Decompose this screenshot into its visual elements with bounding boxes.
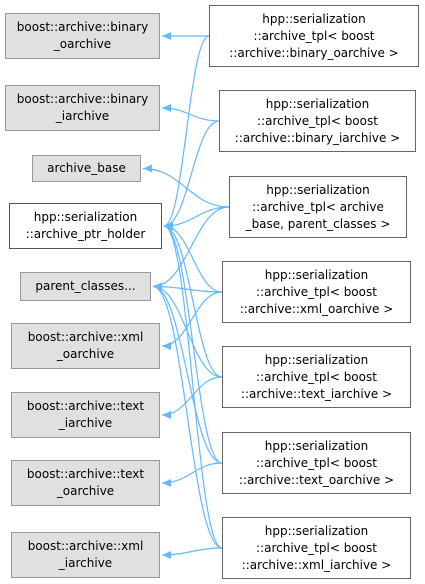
node-archive-tpl-text-oarchive[interactable]: hpp::serialization ::archive_tpl< boost … <box>222 432 411 494</box>
node-boost-xml-iarchive[interactable]: boost::archive::xml _iarchive <box>11 532 160 578</box>
edge-t_text_i-to-n_ptr_holder <box>163 222 223 378</box>
edge-t_arch_base-to-n_arch_base <box>142 164 230 208</box>
node-archive-tpl-binary-oarchive[interactable]: hpp::serialization ::archive_tpl< boost … <box>209 5 419 67</box>
node-boost-binary-oarchive[interactable]: boost::archive::binary _oarchive <box>5 13 160 59</box>
node-archive-tpl-binary-iarchive[interactable]: hpp::serialization ::archive_tpl< boost … <box>219 90 416 152</box>
edge-t_xml_i-to-n_ptr_holder <box>163 222 223 549</box>
node-archive-tpl-archive-base[interactable]: hpp::serialization ::archive_tpl< archiv… <box>229 176 407 238</box>
node-parent-classes[interactable]: parent_classes... <box>20 272 151 301</box>
edge-t_text_o-to-n_parent <box>152 282 223 464</box>
node-archive-ptr-holder[interactable]: hpp::serialization ::archive_ptr_holder <box>9 203 162 249</box>
node-boost-text-iarchive[interactable]: boost::archive::text _iarchive <box>11 392 160 438</box>
edge-t_arch_base-to-n_parent <box>152 206 230 291</box>
edge-t_xml_i-to-n_parent <box>152 282 223 549</box>
edge-t_xml_i-to-n_xml_iarch <box>161 547 223 559</box>
edge-t_bin_i-to-n_bin_iarch <box>161 104 220 122</box>
edge-t_text_o-to-n_text_oarch <box>161 462 223 487</box>
edge-t_bin_i-to-n_ptr_holder <box>163 120 220 230</box>
edge-t_bin_o-to-n_ptr_holder <box>163 35 210 230</box>
node-archive-base[interactable]: archive_base <box>32 155 141 182</box>
node-archive-tpl-text-iarchive[interactable]: hpp::serialization ::archive_tpl< boost … <box>222 346 411 408</box>
node-boost-binary-iarchive[interactable]: boost::archive::binary _iarchive <box>5 85 160 131</box>
node-boost-xml-oarchive[interactable]: boost::archive::xml _oarchive <box>11 323 160 369</box>
node-boost-text-oarchive[interactable]: boost::archive::text _oarchive <box>11 460 160 506</box>
node-archive-tpl-xml-oarchive[interactable]: hpp::serialization ::archive_tpl< boost … <box>222 261 411 323</box>
edge-t_xml_o-to-n_xml_oarch <box>161 291 223 350</box>
node-archive-tpl-xml-iarchive[interactable]: hpp::serialization ::archive_tpl< boost … <box>222 517 411 579</box>
edge-t_text_o-to-n_ptr_holder <box>163 222 223 464</box>
